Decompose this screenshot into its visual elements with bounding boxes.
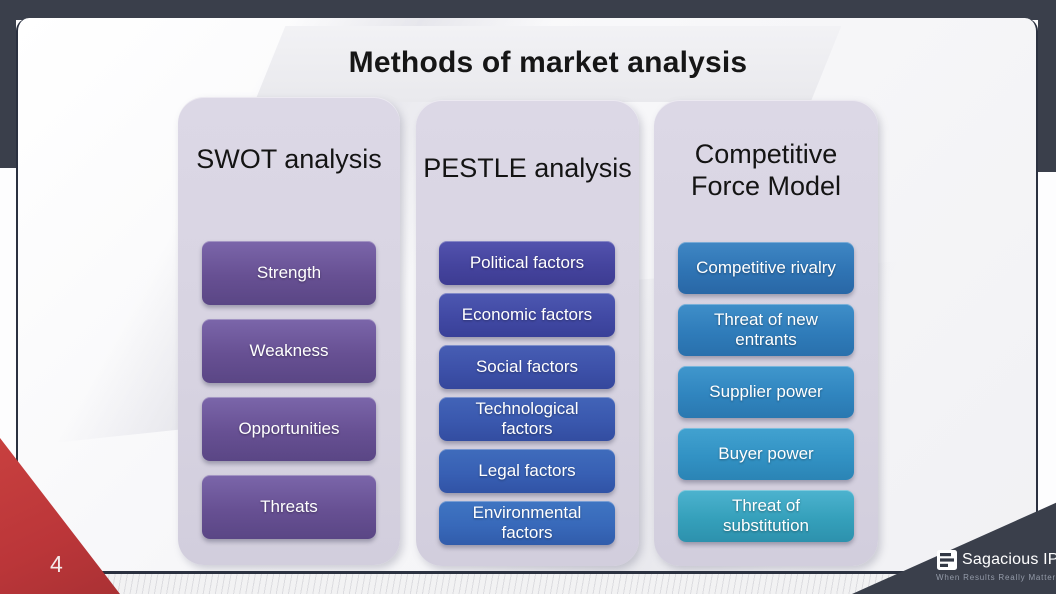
method-item: Buyer power — [678, 428, 854, 480]
method-item: Threat of new entrants — [678, 304, 854, 356]
competitive-item-stack: Competitive rivalry Threat of new entran… — [678, 242, 854, 542]
frame-right-bar — [1038, 0, 1056, 172]
brand-tagline: When Results Really Matter — [936, 573, 1056, 582]
column-pestle: PESTLE analysis Political factors Econom… — [416, 100, 639, 566]
slide-panel: Methods of market analysis SWOT analysis… — [16, 18, 1038, 574]
frame-top-bar — [0, 0, 1056, 20]
method-item: Competitive rivalry — [678, 242, 854, 294]
page-number: 4 — [50, 551, 63, 577]
page-title: Methods of market analysis — [348, 46, 748, 79]
column-header-pestle: PESTLE analysis — [423, 153, 632, 183]
column-competitive-force: Competitive Force Model Competitive riva… — [654, 100, 878, 566]
method-item: Economic factors — [439, 293, 615, 337]
method-item: Environmental factors — [439, 501, 615, 545]
column-swot: SWOT analysis Strength Weakness Opportun… — [178, 97, 400, 565]
method-item: Supplier power — [678, 366, 854, 418]
brand-name: Sagacious IP — [962, 551, 1056, 568]
sagacious-logo-icon — [937, 550, 957, 570]
brand-logo: Sagacious IP When Results Really Matter — [936, 549, 1056, 582]
method-item: Strength — [202, 241, 376, 305]
method-item: Social factors — [439, 345, 615, 389]
pestle-item-stack: Political factors Economic factors Socia… — [439, 241, 615, 545]
method-item: Threat of substitution — [678, 490, 854, 542]
frame-left-bar — [0, 0, 16, 168]
method-item: Legal factors — [439, 449, 615, 493]
swot-item-stack: Strength Weakness Opportunities Threats — [202, 241, 376, 539]
method-item: Technological factors — [439, 397, 615, 441]
method-item: Political factors — [439, 241, 615, 285]
method-item: Weakness — [202, 319, 376, 383]
method-item: Threats — [202, 475, 376, 539]
column-header-competitive-force: Competitive Force Model — [690, 139, 842, 201]
method-item: Opportunities — [202, 397, 376, 461]
column-header-swot: SWOT analysis — [196, 144, 382, 174]
footer-strip — [0, 574, 1056, 594]
